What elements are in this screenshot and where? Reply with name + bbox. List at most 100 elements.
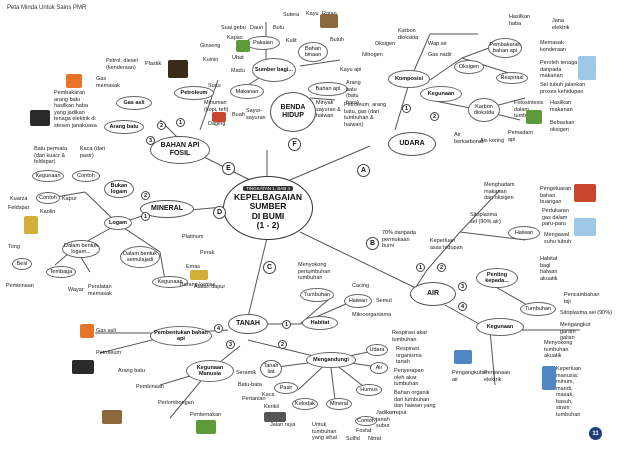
node-mineral: MINERAL xyxy=(140,200,194,218)
label-mengangkut: Mengangkut garam galian xyxy=(560,322,591,341)
label-tong: Tong xyxy=(8,244,20,250)
label-bulu: Bulu xyxy=(273,25,285,31)
gold-picture xyxy=(190,270,208,280)
label-gas-memasak: Gas memasak xyxy=(96,76,120,89)
label-pembinaan-tanah: Pembinaan xyxy=(136,384,164,390)
label-menyokong: Menyokong pertumbuhan tumbuhan xyxy=(298,262,331,281)
label-platinum: Platinum xyxy=(182,234,204,240)
label-hasilkan-haba: Hasilkan haba xyxy=(509,14,531,27)
label-pencambahan: Pencambahan biji xyxy=(564,292,600,305)
node-bukan-logam: Bukan logam xyxy=(104,180,134,198)
label-kuarza: Kuarza xyxy=(10,196,28,202)
label-bebaskan-oksigen: Bebaskan oksigen xyxy=(550,120,575,133)
label-gas-asli-tanah: Gas asli xyxy=(96,328,116,334)
node-respirasi: Respirasi xyxy=(496,72,528,84)
label-plastik: Plastik xyxy=(145,61,162,67)
udara-num-2: 2 xyxy=(430,112,439,121)
plant-picture xyxy=(526,110,542,124)
label-kapur: Kapur xyxy=(62,196,77,202)
air-num-2: 2 xyxy=(437,263,446,272)
label-daging: Daging xyxy=(208,121,226,127)
label-jana-elektrik: Jana elektrik xyxy=(552,18,570,31)
node-tembaga: Tembaga xyxy=(46,266,76,278)
label-pengangkutan: Pengangkutan air xyxy=(452,370,488,383)
branch-letter-e: E xyxy=(222,162,235,175)
label-70-percent: 70% daripada permukaan bumi xyxy=(382,230,416,249)
node-dalam-bentuk: Dalam bentuk semulajadi xyxy=(120,246,160,268)
label-pertanian: Pertanian xyxy=(242,396,266,402)
label-peroleh-tenaga: Peroleh tenaga daripada makanan xyxy=(540,60,578,79)
node-kegunaan-fosil: Kegunaan xyxy=(32,170,64,182)
branch-letter-f: F xyxy=(288,138,301,151)
label-mengawal-suhu: Mengawal suhu tubuh xyxy=(544,232,572,245)
label-respirasi-akar: Respirasi akar tumbuhan xyxy=(392,330,428,343)
node-bahan-binaan: Bahan binaan xyxy=(298,42,328,62)
node-udara-tanah: Udara xyxy=(366,344,388,356)
label-petrol-diesel: Petrol, diesel (kenderaan) xyxy=(106,58,138,71)
label-jalan-raya: Jalan raya xyxy=(270,422,296,428)
label-gas-nadir: Gas nadir xyxy=(428,52,452,58)
label-susu: Susu xyxy=(208,83,221,89)
label-peralatan-memasak: Peralatan memasak xyxy=(88,284,112,297)
node-kegunaan-air: Kegunaan xyxy=(476,318,524,336)
meat-picture xyxy=(212,112,226,122)
label-pengeluaran: Pengeluaran bahan buangan xyxy=(540,186,572,205)
chapter-tag: TINGKATAN 1, BAB 4 xyxy=(242,185,294,191)
label-fosfat: Fosfat xyxy=(356,428,372,434)
gas-flame-picture xyxy=(66,74,82,88)
label-madu: Madu xyxy=(231,68,245,74)
node-kegunaan-mineral: Kegunaan xyxy=(152,276,188,288)
node-karbon-dioksida: Karbon dioksida xyxy=(468,98,500,122)
label-wayar: Wayar xyxy=(68,287,84,293)
label-ais-kering: Ais kering xyxy=(480,138,505,144)
label-air-berkarbonat: Air berkarbonat xyxy=(454,132,484,145)
coal-picture xyxy=(30,110,50,126)
node-komposisi: Komposisi xyxy=(388,70,430,88)
label-kaolin: Kaolin xyxy=(40,209,56,215)
tanah-num-4: 4 xyxy=(214,324,223,333)
label-nitrat: Nitrat xyxy=(368,436,382,442)
node-mengandungi: Mengandungi xyxy=(306,352,356,368)
label-seramik: Seramik xyxy=(236,370,257,376)
mineral-num-1: 1 xyxy=(141,212,150,221)
coal-picture-2 xyxy=(72,360,94,374)
label-buluh: Buluh xyxy=(330,37,345,43)
label-pembinaan-mineral: Pembinaan xyxy=(6,283,34,289)
label-arang-batu: Arang batu (batu bara) xyxy=(346,80,361,106)
branch-letter-a: A xyxy=(357,164,370,177)
air-num-4: 4 xyxy=(458,302,467,311)
label-sitoplasma-tumbuhan: Sitoplasma sel (90%) xyxy=(560,310,612,316)
node-air-tanah: Air xyxy=(370,362,388,374)
node-bahan-api-fosil: BAHAN API FOSIL xyxy=(150,136,210,164)
node-pakaian: Pakaian xyxy=(246,36,280,50)
branch-letter-b: B xyxy=(366,237,379,250)
oil-pump-picture xyxy=(168,60,188,78)
node-dalam-bentuk-logam: Dalam bentuk logam... xyxy=(62,240,100,258)
node-pasir: Pasir xyxy=(274,382,298,394)
label-hasilkan-makanan: Hasilkan makanan xyxy=(550,100,573,113)
organs-picture xyxy=(574,184,596,202)
node-logam: Logam xyxy=(104,216,132,230)
node-tumbuhan-tanah: Tumbuhan xyxy=(300,288,334,302)
label-perak: Perak xyxy=(200,250,215,256)
label-menghadam: Menghadam makanan dan oksigen xyxy=(484,182,515,201)
label-semut: Semut xyxy=(376,298,392,304)
label-respirasi-organisma: Respirasi organisma tanah xyxy=(396,346,422,365)
label-daun: Daun xyxy=(250,25,264,31)
node-habitat: Habitat xyxy=(302,316,338,330)
node-arang-batu: Arang batu xyxy=(104,120,144,134)
page-number-badge: 11 xyxy=(589,427,602,440)
label-alatan-dapur: Alatan dapur xyxy=(194,284,226,290)
label-suai-gebu: Suai gebu xyxy=(221,25,246,31)
node-kegunaan-udara: Kegunaan xyxy=(420,86,462,102)
node-mineral-tanah: Mineral xyxy=(326,398,352,410)
label-penjanaan: Penjanaan elektrik xyxy=(484,370,511,383)
central-title: KEPELBAGAIAN SUMBER DI BUMI (1 - 2) xyxy=(233,191,302,230)
label-buah: Buah xyxy=(232,112,245,118)
node-tanah: TANAH xyxy=(228,314,268,334)
udara-num-1: 1 xyxy=(402,104,411,113)
mineral-num-2: 2 xyxy=(141,191,150,200)
label-oksigen: Oksigen xyxy=(375,41,396,47)
node-pembentukan: Pembentukan bahan api xyxy=(150,326,212,346)
mineral-picture xyxy=(24,216,38,234)
